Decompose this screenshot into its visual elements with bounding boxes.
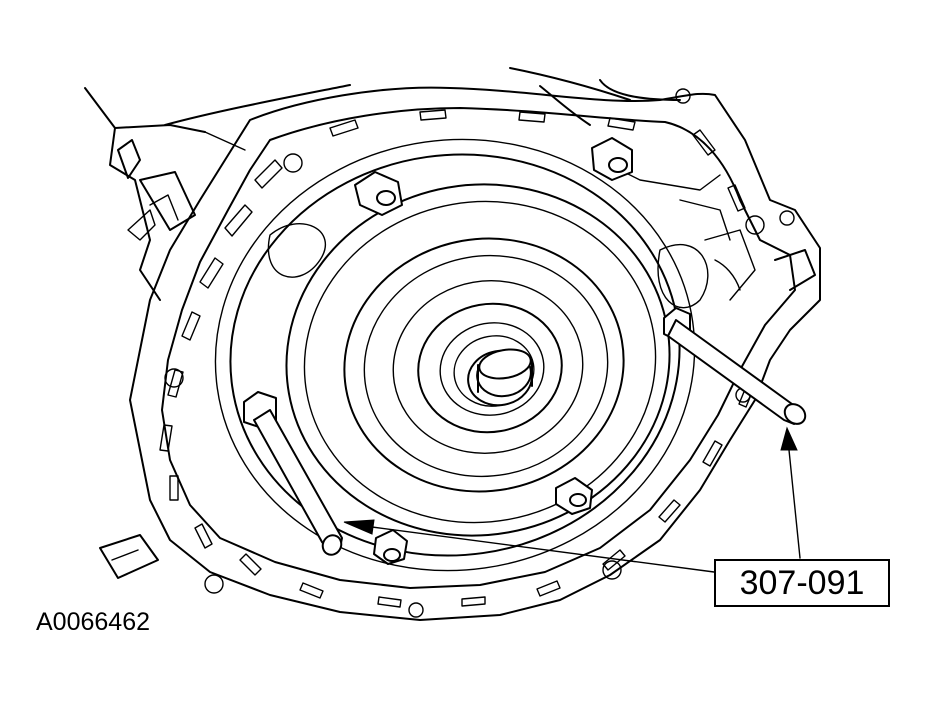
leader-arrowhead-left (343, 519, 375, 535)
stud-bottom (555, 477, 593, 515)
leader-arrowhead-right (780, 426, 798, 451)
stud-bottom-left (373, 529, 408, 565)
figure-number: A0066462 (36, 608, 151, 636)
alignment-pin-left (243, 391, 343, 556)
callout-leaders (343, 426, 801, 573)
converter-studs (354, 137, 633, 565)
stud-top-right (591, 137, 633, 181)
alignment-pin-right (663, 307, 807, 425)
stud-top-left (354, 171, 403, 216)
transmission-case (84, 67, 731, 301)
converter-hub (467, 348, 533, 407)
torque-converter (285, 183, 671, 537)
bell-housing-flange (99, 86, 821, 621)
tool-callout-label: 307-091 (714, 559, 890, 607)
